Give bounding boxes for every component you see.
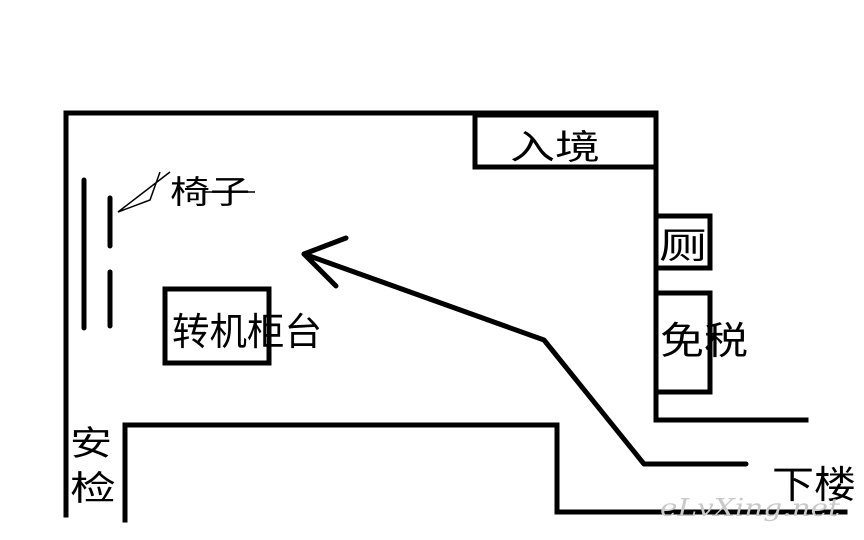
route-line	[301, 251, 749, 467]
watermark: eLvXing.net	[660, 494, 840, 522]
transfer-desk-label: 转机柜台	[172, 310, 322, 354]
entry-label: 入境	[510, 128, 600, 168]
restroom-label: 厕	[659, 226, 707, 267]
route-arrowhead	[301, 235, 349, 289]
security-label: 安 检	[70, 424, 116, 509]
descend-label: 下楼	[772, 463, 856, 507]
svg-text:检: 检	[70, 469, 116, 509]
chair-pointer	[117, 171, 171, 213]
restroom-box	[653, 213, 713, 271]
transfer-desk-box	[162, 286, 272, 366]
duty-free-label: 免税	[660, 319, 748, 363]
duty-free-box	[653, 290, 713, 395]
entry-box	[472, 112, 659, 170]
lower-corridor-wall	[122, 422, 848, 523]
svg-text:安: 安	[70, 424, 112, 464]
